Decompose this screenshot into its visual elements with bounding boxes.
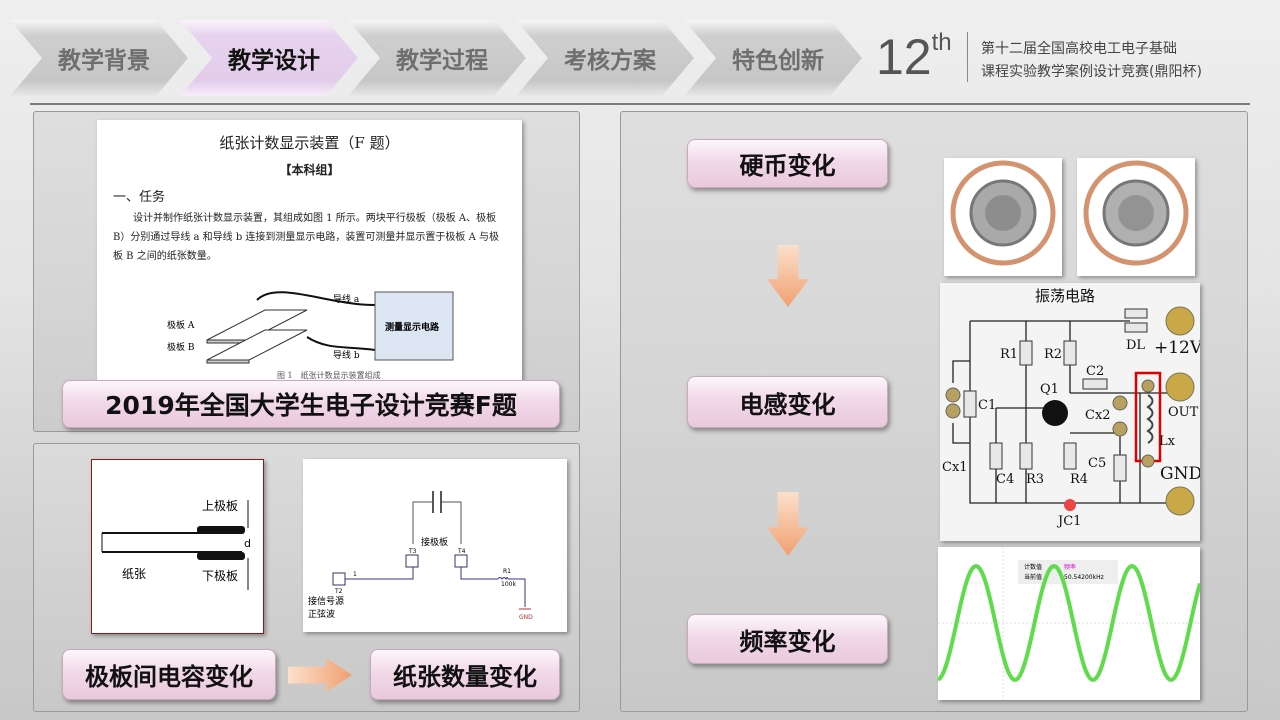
- tab-label: 教学背景: [58, 48, 150, 74]
- svg-text:GND: GND: [519, 614, 533, 621]
- distance-label: d: [244, 537, 251, 550]
- tab-label: 教学设计: [228, 48, 320, 74]
- svg-text:1: 1: [353, 571, 357, 578]
- header-divider: [30, 103, 1250, 105]
- coin-coil-photo-1: [944, 158, 1062, 276]
- competition-title: 第十二届全国高校电工电子基础课程实验教学案例设计竞赛(鼎阳杯): [981, 41, 1202, 80]
- tab-label: 考核方案: [564, 48, 656, 74]
- plate-b-label: 极板 B: [167, 341, 195, 353]
- svg-text:T2: T2: [334, 588, 343, 595]
- svg-text:C2: C2: [1086, 364, 1104, 379]
- svg-text:C5: C5: [1088, 456, 1106, 471]
- svg-text:OUT: OUT: [1168, 405, 1199, 420]
- svg-text:+12V: +12V: [1154, 338, 1200, 358]
- tab-teaching-process[interactable]: 教学过程: [348, 20, 526, 96]
- svg-text:DL: DL: [1126, 338, 1145, 353]
- coin-change-label: 硬币变化: [687, 139, 888, 188]
- problem-document-image: 纸张计数显示装置（F 题） 【本科组】 一、任务 设计并制作纸张计数显示装置，其…: [97, 120, 522, 382]
- frequency-change-label: 频率变化: [687, 614, 888, 664]
- wire-a-label: 导线 a: [333, 293, 360, 305]
- svg-text:当前值: 当前值: [1024, 573, 1042, 581]
- paper-count-change-label: 纸张数量变化: [370, 649, 560, 700]
- svg-text:R3: R3: [1026, 472, 1044, 487]
- tab-assessment[interactable]: 考核方案: [516, 20, 694, 96]
- svg-text:频率: 频率: [1064, 563, 1076, 571]
- svg-text:接信号源: 接信号源: [308, 595, 344, 607]
- logo-divider: [967, 32, 968, 82]
- svg-text:Cx1: Cx1: [942, 460, 968, 475]
- measure-circuit-label: 测量显示电路: [385, 321, 440, 333]
- svg-text:GND: GND: [1160, 464, 1200, 484]
- paper-label: 纸张: [122, 567, 146, 581]
- coin-coil-photo-2: [1077, 158, 1195, 276]
- plate-a-label: 极板 A: [167, 319, 195, 331]
- lower-plate-label: 下极板: [202, 569, 238, 583]
- svg-text:C4: C4: [996, 472, 1014, 487]
- svg-text:JC1: JC1: [1056, 514, 1081, 529]
- svg-text:R2: R2: [1044, 347, 1062, 362]
- oscilloscope-screenshot: 计数值 频率 当前值 50.54200kHz: [938, 547, 1200, 700]
- tab-label: 特色创新: [732, 48, 824, 74]
- tab-teaching-background[interactable]: 教学背景: [10, 20, 188, 96]
- tab-innovation[interactable]: 特色创新: [684, 20, 862, 96]
- svg-text:Q1: Q1: [1040, 382, 1059, 397]
- competition-problem-label: 2019年全国大学生电子设计竞赛F题: [62, 380, 560, 428]
- svg-text:接极板: 接极板: [421, 536, 448, 548]
- tab-label: 教学过程: [396, 48, 488, 74]
- svg-text:Lx: Lx: [1159, 434, 1176, 449]
- wire-b-label: 导线 b: [333, 349, 360, 361]
- device-diagram: 极板 A 极板 B 导线 a 导线 b 测量显示电路 图 1 纸张计数显示装置组…: [167, 291, 454, 380]
- svg-text:R1: R1: [1000, 347, 1018, 362]
- competition-number: 12th: [876, 29, 952, 85]
- svg-text:50.54200kHz: 50.54200kHz: [1064, 574, 1104, 581]
- upper-plate-label: 上极板: [202, 499, 238, 513]
- figure-caption: 图 1 纸张计数显示装置组成: [277, 370, 381, 380]
- plate-cross-section-image: 上极板 下极板 纸张 d: [91, 459, 264, 634]
- svg-text:100k: 100k: [501, 581, 516, 588]
- sine-waveform: [938, 563, 1200, 682]
- svg-text:R4: R4: [1070, 472, 1088, 487]
- svg-text:正弦波: 正弦波: [308, 608, 335, 620]
- plate-capacitance-change-label: 极板间电容变化: [62, 649, 276, 700]
- oscillator-board-photo: 振荡电路 DL +12V OUT GND Lx R1 R2 C1 C2 C4 R3 R4 C…: [940, 283, 1200, 541]
- svg-text:T3: T3: [408, 548, 417, 555]
- inductance-change-label: 电感变化: [687, 376, 888, 428]
- svg-text:R1: R1: [503, 568, 511, 575]
- svg-text:C1: C1: [978, 398, 996, 413]
- tab-teaching-design[interactable]: 教学设计: [180, 20, 358, 96]
- svg-text:计数值: 计数值: [1024, 563, 1042, 571]
- svg-text:振荡电路: 振荡电路: [1035, 287, 1095, 305]
- svg-text:T4: T4: [457, 548, 466, 555]
- svg-text:Cx2: Cx2: [1085, 408, 1111, 423]
